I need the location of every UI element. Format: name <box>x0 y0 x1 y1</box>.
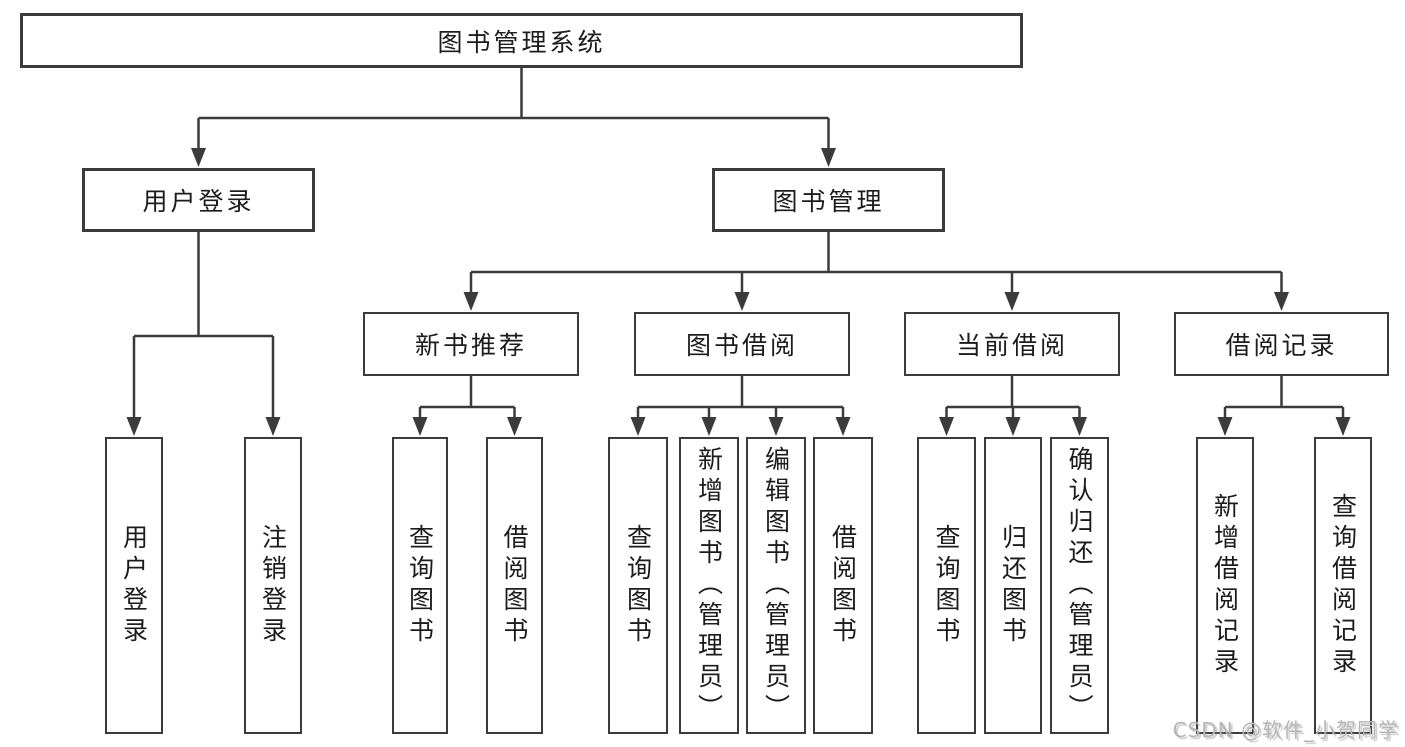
arrowheads <box>126 148 1351 436</box>
node-user-login: 用户登录 <box>82 168 315 232</box>
leaf-return-books: 归还图书 <box>984 437 1042 734</box>
csdn-watermark: CSDN @软件_小贺同学 <box>1172 718 1399 742</box>
leaf-borrow-query-books: 查询图书 <box>608 437 668 734</box>
leaf-add-borrow-record: 新增借阅记录 <box>1196 437 1254 734</box>
node-new-book-recommend: 新书推荐 <box>363 312 579 376</box>
leaf-recommend-query-books: 查询图书 <box>392 437 448 734</box>
leaf-user-login: 用户登录 <box>105 437 163 734</box>
leaf-confirm-return-admin: 确认归还（管理员） <box>1050 437 1109 734</box>
node-root-library-system: 图书管理系统 <box>20 13 1023 68</box>
node-book-management: 图书管理 <box>712 168 945 232</box>
leaf-add-books-admin: 新增图书（管理员） <box>679 437 739 734</box>
leaf-logout: 注销登录 <box>244 437 302 734</box>
node-book-borrow: 图书借阅 <box>634 312 850 376</box>
leaf-query-borrow-record: 查询借阅记录 <box>1314 437 1372 734</box>
leaf-current-query-books: 查询图书 <box>917 437 976 734</box>
leaf-recommend-borrow-books: 借阅图书 <box>486 437 543 734</box>
leaf-borrow-books: 借阅图书 <box>813 437 873 734</box>
node-borrow-records: 借阅记录 <box>1174 312 1389 376</box>
node-current-borrow: 当前借阅 <box>904 312 1120 376</box>
leaf-edit-books-admin: 编辑图书（管理员） <box>746 437 806 734</box>
